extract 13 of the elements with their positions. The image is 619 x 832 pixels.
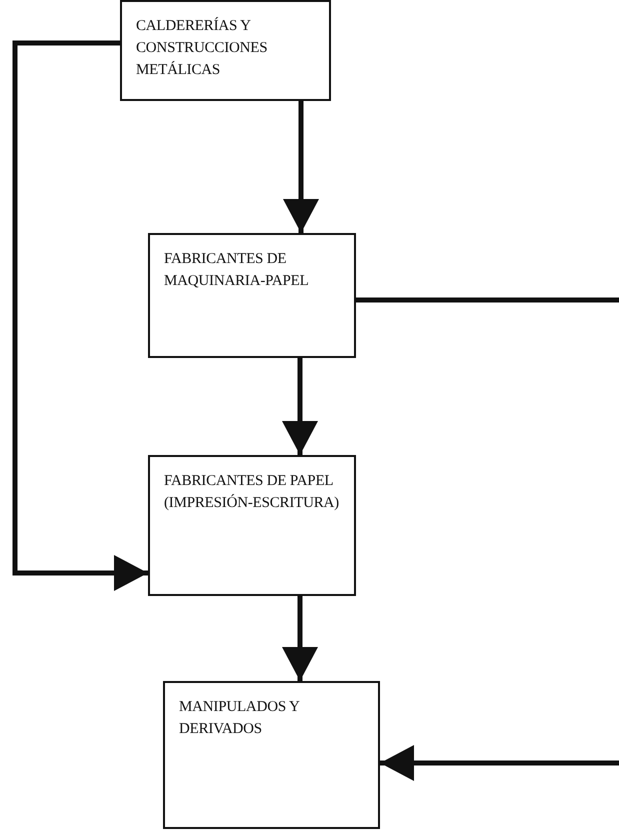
arrow (282, 358, 318, 455)
arrow (283, 101, 319, 233)
box-label: FABRICANTES DE MAQUINARIA-PAPEL (164, 250, 310, 291)
arrow (12, 40, 148, 591)
process-box (148, 455, 356, 596)
arrow (380, 745, 619, 781)
box-label: CALDERERÍAS Y CONSTRUCCIONES METÁLICAS (136, 16, 268, 80)
process-box (148, 233, 356, 358)
process-box (120, 0, 331, 101)
process-box (163, 681, 380, 829)
arrow (282, 596, 318, 681)
box-label: FABRICANTES DE PAPEL (IMPRESIÓN-ESCRITURA) (164, 472, 340, 513)
box-label: MANIPULADOS Y DERIVADOS (179, 698, 300, 739)
